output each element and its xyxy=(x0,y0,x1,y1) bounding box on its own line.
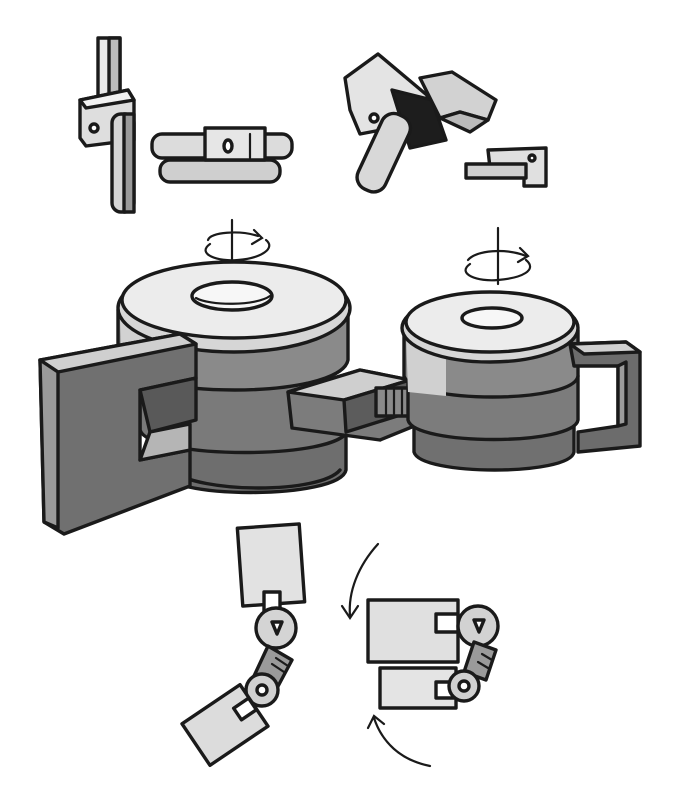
arm-extended-pose xyxy=(180,522,307,767)
arm-folded-pose xyxy=(366,598,500,710)
connector-arm xyxy=(286,368,436,442)
right-drum-assembly xyxy=(400,290,580,472)
hinge-pin-detail-horizontal xyxy=(150,126,294,184)
bracket-clip-detail xyxy=(343,52,498,194)
hinge-pin-detail-vertical xyxy=(78,36,136,214)
left-u-frame xyxy=(38,332,198,536)
small-clip-detail xyxy=(464,146,548,188)
curved-arrow-icon xyxy=(340,542,380,620)
curved-arrow-icon xyxy=(366,714,432,768)
right-handle-frame xyxy=(568,340,642,454)
rotation-axis-icon xyxy=(464,226,532,286)
